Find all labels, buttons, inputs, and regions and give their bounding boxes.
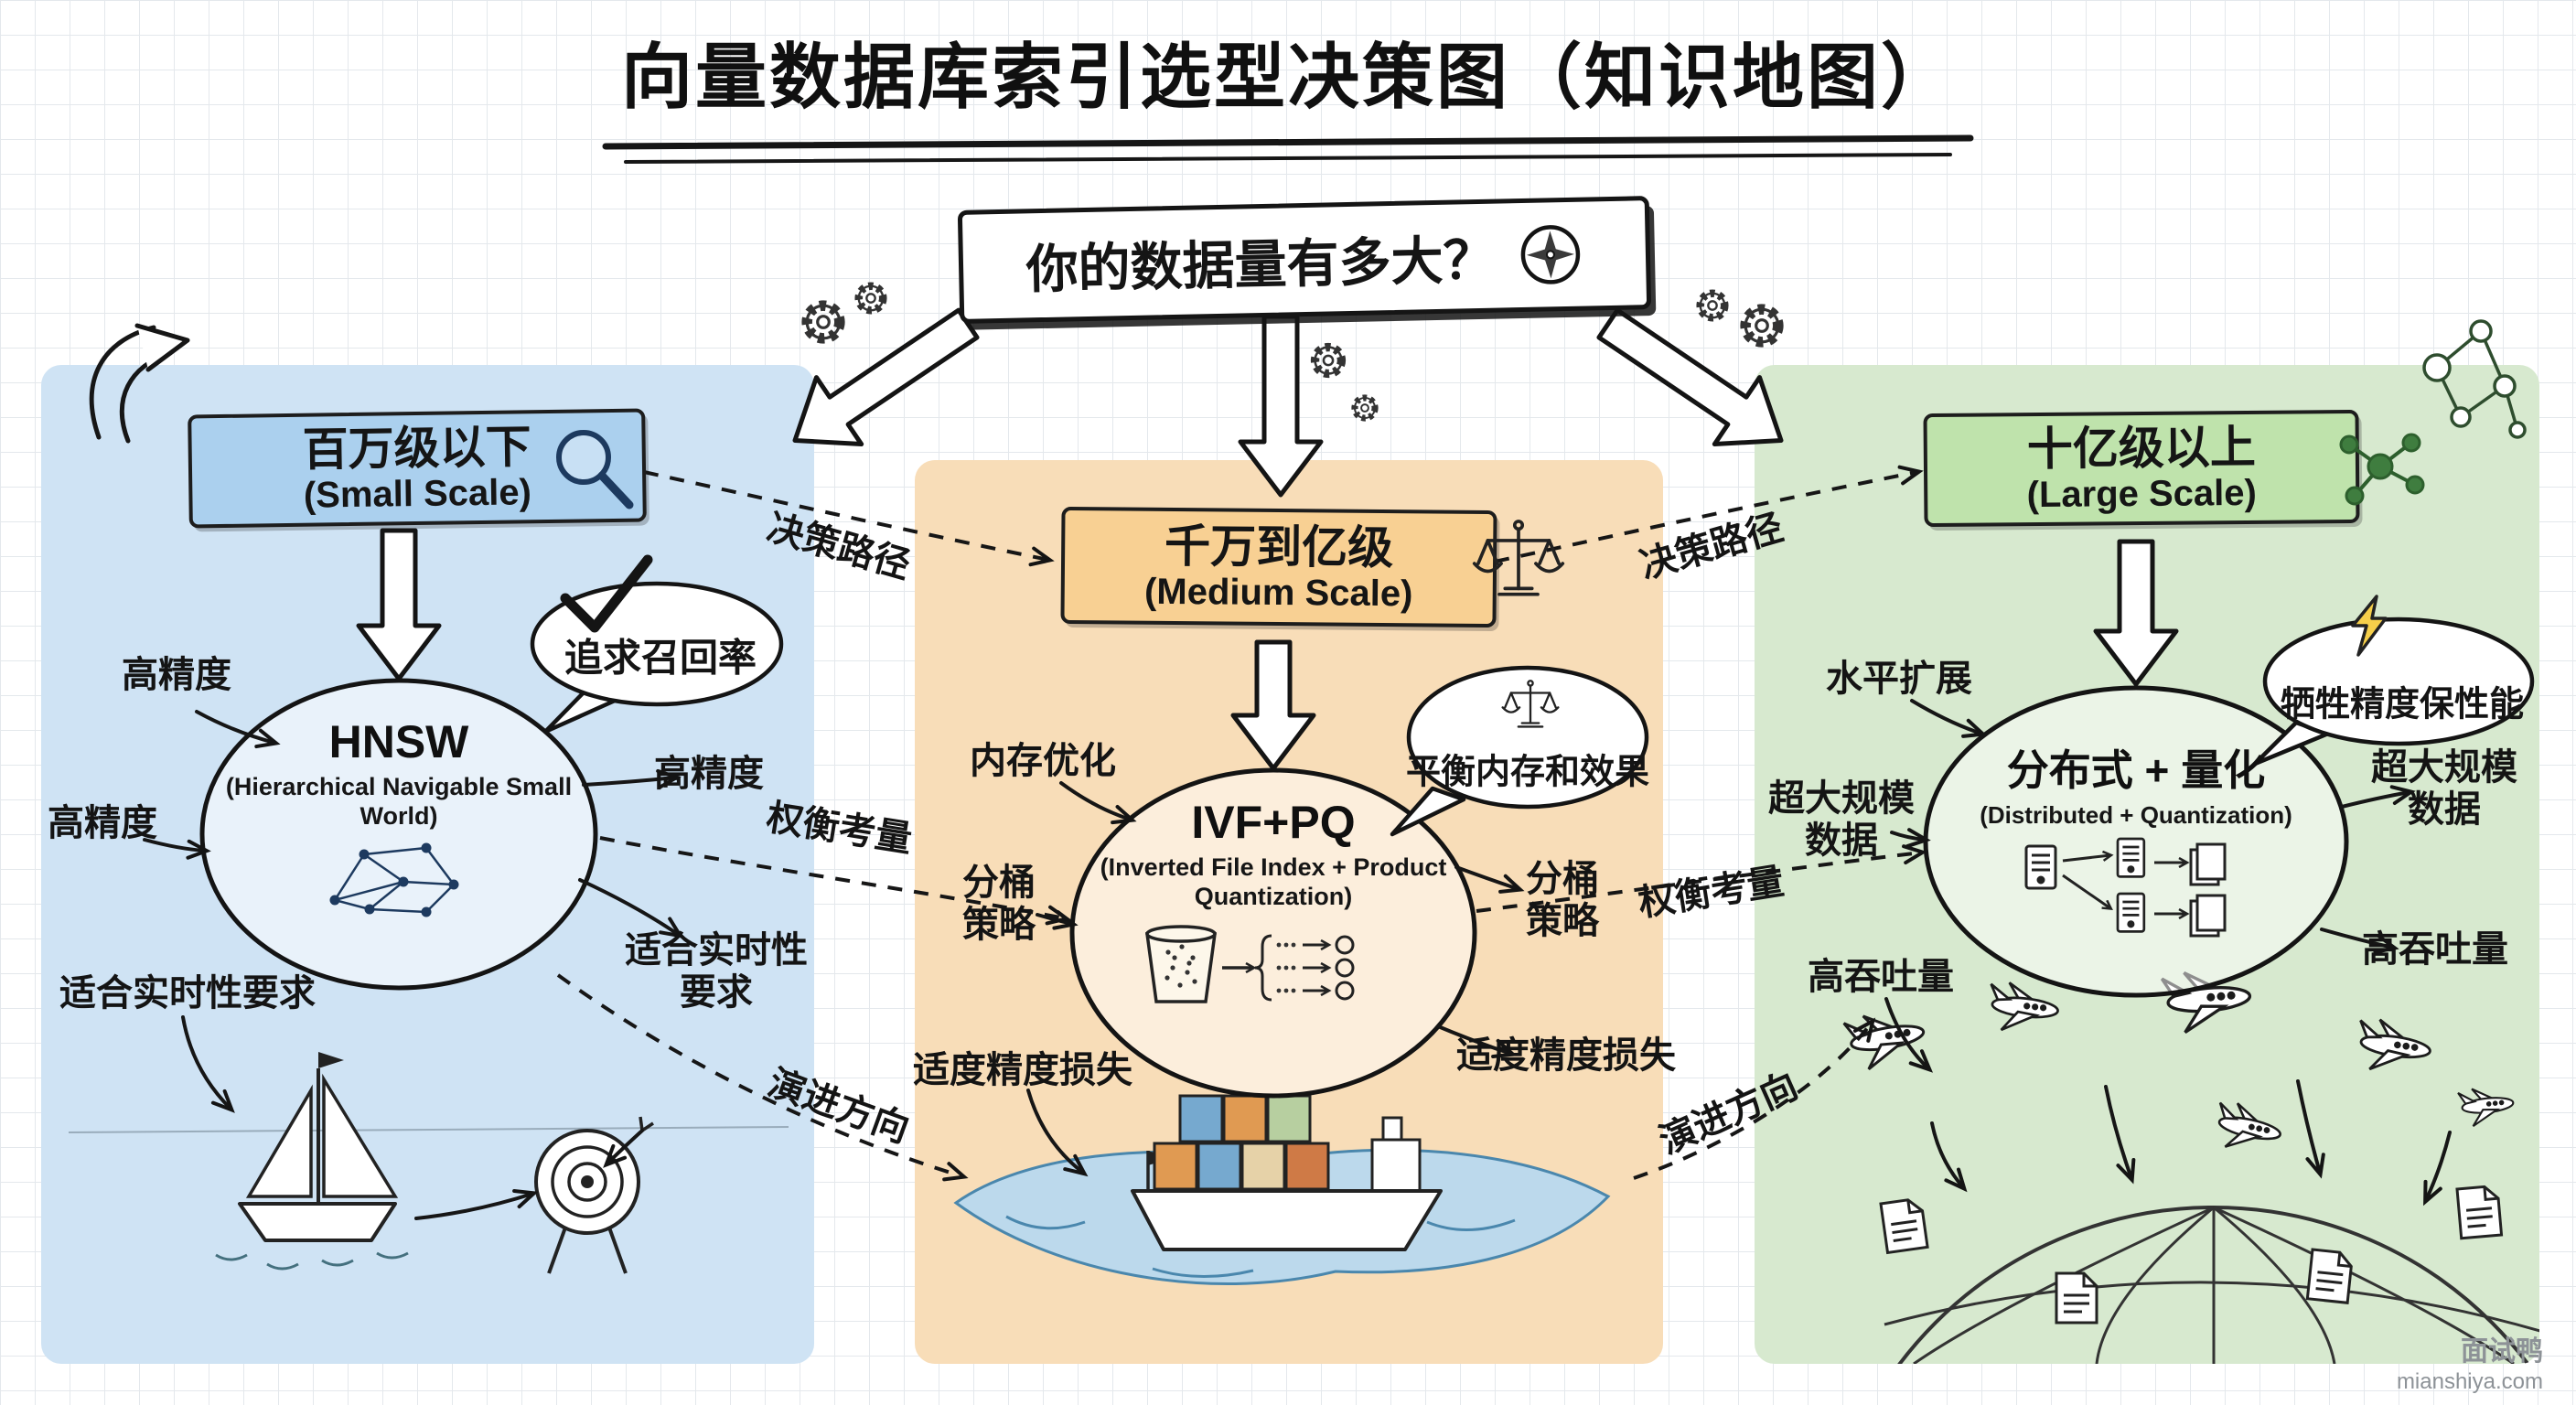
- gear-icon: [807, 306, 840, 338]
- label-huge-data-left: 超大规模数据: [1768, 778, 1915, 861]
- gear-icon: [1701, 294, 1725, 318]
- lightning-icon: [2351, 595, 2388, 657]
- large-scale-subtitle: (Large Scale): [2026, 472, 2258, 515]
- watermark-brand: 面试鸭: [2461, 1335, 2543, 1367]
- label-bucket-strategy-right: 分桶策略: [1526, 859, 1599, 941]
- question-text: 你的数据量有多大？: [1025, 231, 1497, 300]
- medium-scale-title: 千万到亿级: [1164, 520, 1394, 574]
- title-underline: [602, 134, 1974, 164]
- label-bucket-strategy-left: 分桶策略: [962, 863, 1036, 945]
- medium-scale-subtitle: (Medium Scale): [1143, 571, 1413, 614]
- label-throughput-right: 高吞吐量: [2362, 929, 2508, 970]
- distributed-network-icon: [2339, 433, 2425, 506]
- balance-scale-icon: [1472, 520, 1565, 596]
- server-cluster-icon: [2024, 837, 2227, 938]
- label-throughput-left: 高吞吐量: [1808, 957, 1954, 997]
- small-scale-subtitle: (Small Scale): [303, 471, 532, 516]
- hnsw-node-subtitle: (Hierarchical Navigable Small World): [225, 773, 573, 831]
- label-huge-data-right: 超大规模数据: [2371, 747, 2517, 830]
- distributed-node: 分布式 + 量化 (Distributed + Quantization): [1939, 737, 2333, 949]
- medium-scale-header: 千万到亿级 (Medium Scale): [1060, 506, 1497, 628]
- ivfpq-node-subtitle: (Inverted File Index + Product Quantizat…: [1100, 853, 1447, 911]
- page-title: 向量数据库索引选型决策图（知识地图）: [620, 37, 1955, 117]
- ivfpq-node-title: IVF+PQ: [1191, 797, 1356, 848]
- label-precision-loss-right: 适度精度损失: [1456, 1035, 1676, 1076]
- distributed-node-title: 分布式 + 量化: [2006, 746, 2266, 794]
- label-horizontal-scaling: 水平扩展: [1826, 659, 1972, 699]
- label-realtime-left: 适合实时性要求: [59, 973, 316, 1014]
- gear-icon: [1315, 348, 1342, 374]
- bucket-quantization-icon: [1144, 925, 1355, 1003]
- label-high-precision-left: 高精度: [48, 803, 157, 843]
- label-high-precision-right: 高精度: [654, 754, 764, 794]
- label-precision-loss-left: 适度精度损失: [913, 1050, 1132, 1090]
- compass-icon: [1520, 225, 1580, 284]
- gear-icon: [1745, 309, 1778, 342]
- large-scale-title: 十亿级以上: [2026, 421, 2257, 475]
- large-scale-header: 十亿级以上 (Large Scale): [1923, 409, 2360, 528]
- gear-icon: [859, 286, 884, 311]
- watermark: 面试鸭 mianshiya.com: [2397, 1335, 2543, 1397]
- label-high-precision-top: 高精度: [122, 655, 231, 695]
- hnsw-node-title: HNSW: [328, 716, 469, 767]
- label-memory-optimization: 内存优化: [970, 741, 1116, 781]
- small-scale-title: 百万级以下: [302, 420, 532, 476]
- medium-bubble-text: 平衡内存和效果: [1405, 753, 1650, 792]
- balance-small-icon: [1501, 680, 1560, 728]
- hnsw-node: HNSW (Hierarchical Navigable Small World…: [216, 715, 582, 928]
- label-realtime-right: 适合实时性要求: [625, 930, 808, 1013]
- magnifier-icon: [556, 430, 634, 509]
- watermark-site: mianshiya.com: [2396, 1369, 2543, 1394]
- gear-icon: [1355, 398, 1375, 418]
- question-box: 你的数据量有多大？: [957, 196, 1652, 324]
- large-bubble-text: 牺牲精度保性能: [2280, 685, 2525, 724]
- hnsw-graph-icon: [329, 842, 459, 917]
- checkmark-icon: [560, 554, 653, 633]
- distributed-node-subtitle: (Distributed + Quantization): [1980, 801, 2292, 829]
- ivfpq-node: IVF+PQ (Inverted File Index + Product Qu…: [1081, 796, 1465, 1032]
